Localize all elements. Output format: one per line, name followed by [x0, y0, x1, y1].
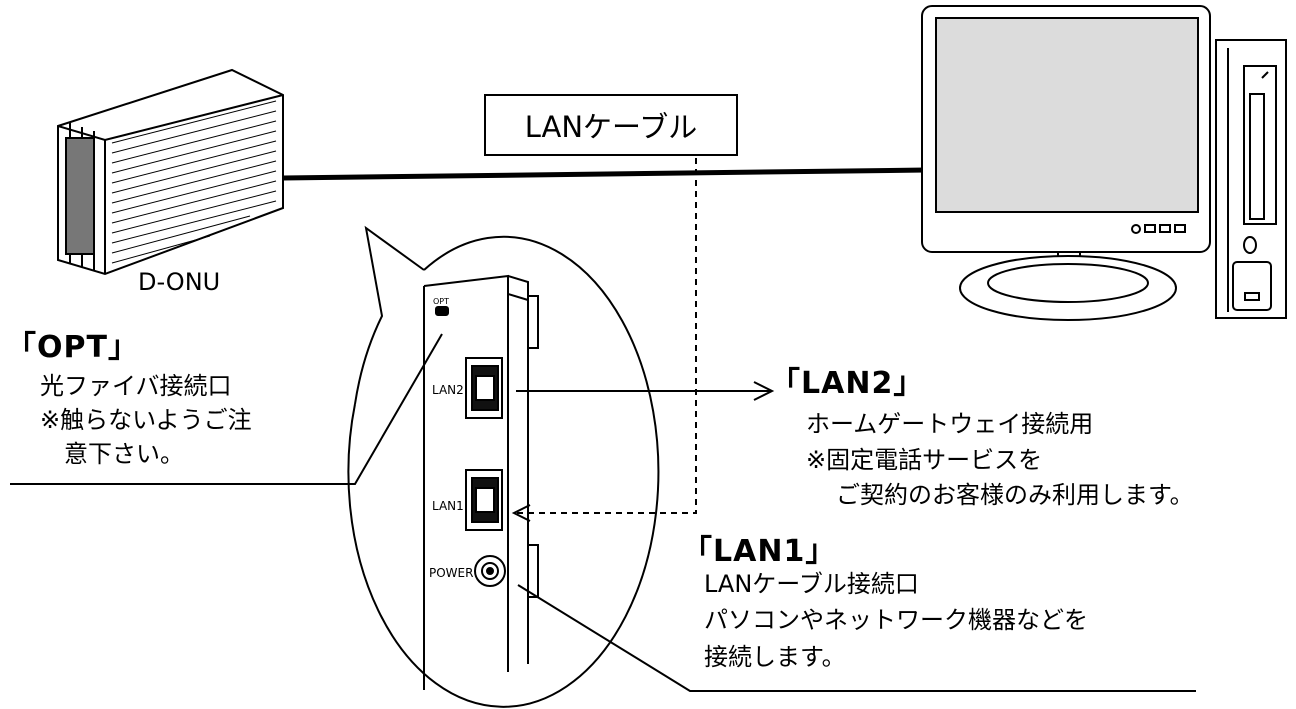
lan1-desc-line1: LANケーブル接続口: [704, 570, 919, 598]
power-leader: [517, 584, 1196, 692]
lan-cable-label: LANケーブル: [484, 94, 738, 156]
lan1-desc-line3: 接続します。: [704, 643, 846, 671]
lan2-desc-line1: ホームゲートウェイ接続用: [806, 410, 1094, 438]
lan2-desc-line3: ご契約のお客様のみ利用します。: [836, 481, 1194, 509]
pc-tower-icon: [1215, 39, 1287, 319]
onu-side-panel: [423, 274, 539, 690]
port-lan1-label: LAN1: [432, 499, 464, 513]
lan1-title: 「LAN1」: [682, 534, 837, 569]
lan2-desc-line2: ※固定電話サービスを: [806, 446, 1043, 474]
opt-leader: [10, 333, 443, 485]
opt-desc-line2: ※触らないようご注: [40, 406, 252, 434]
opt-desc-line3: 意下さい。: [64, 440, 184, 468]
port-opt-label: OPT: [433, 297, 450, 306]
onu-device: [57, 68, 284, 276]
opt-desc-line1: 光ファイバ接続口: [40, 372, 232, 400]
lan1-desc-line2: パソコンやネットワーク機器などを: [704, 606, 1088, 634]
lan1-arrowhead: [511, 504, 531, 522]
onu-label: D-ONU: [138, 268, 221, 296]
lan-cable-line: [282, 167, 927, 181]
zoom-callout: [347, 225, 660, 708]
port-lan2-label: LAN2: [432, 383, 464, 397]
lan2-title: 「LAN2」: [770, 366, 925, 401]
opt-title: 「OPT」: [6, 330, 139, 365]
monitor-icon: [921, 5, 1211, 321]
dashed-connection: [516, 158, 697, 514]
lan2-arrowhead: [753, 381, 775, 401]
port-power-label: POWER: [429, 566, 474, 580]
